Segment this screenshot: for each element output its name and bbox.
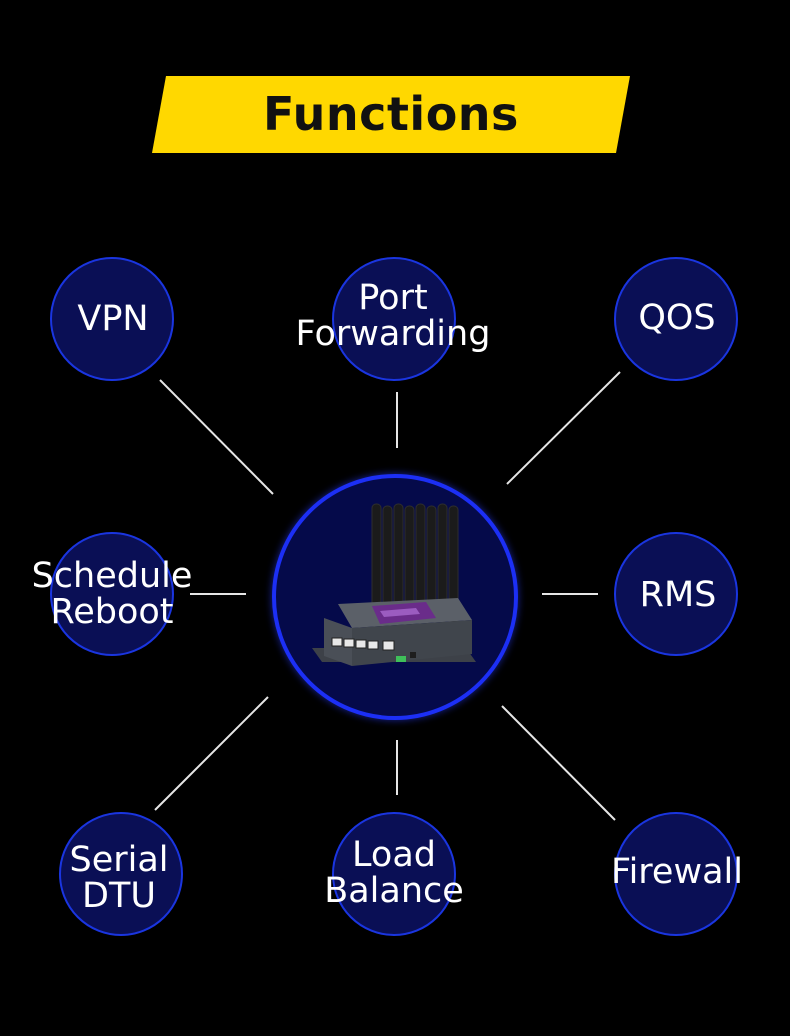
label-serial-dtu: Serial DTU [69, 840, 169, 916]
node-serial-dtu [59, 812, 183, 936]
label-firewall: Firewall [611, 852, 743, 892]
node-rms [614, 532, 738, 656]
node-firewall [614, 812, 738, 936]
node-vpn [50, 257, 174, 381]
label-schedule-reboot: Schedule Reboot [31, 556, 193, 632]
connector-firewall [501, 705, 616, 821]
label-load-balance: Load Balance [324, 835, 464, 911]
connector-qos [506, 371, 621, 485]
node-qos [614, 257, 738, 381]
label-qos: QOS [638, 298, 716, 338]
connector-serial-dtu [154, 696, 269, 811]
functions-banner: Functions [152, 76, 630, 153]
router-icon [312, 503, 476, 666]
router-hub [272, 474, 518, 720]
label-port-forwarding: Port Forwarding [295, 278, 491, 354]
connector-vpn [159, 379, 274, 495]
label-rms: RMS [639, 575, 717, 615]
label-vpn: VPN [77, 299, 149, 339]
node-schedule-reboot [50, 532, 174, 656]
node-port-forwarding [332, 257, 456, 381]
node-load-balance [332, 812, 456, 936]
banner-title: Functions [263, 86, 519, 141]
